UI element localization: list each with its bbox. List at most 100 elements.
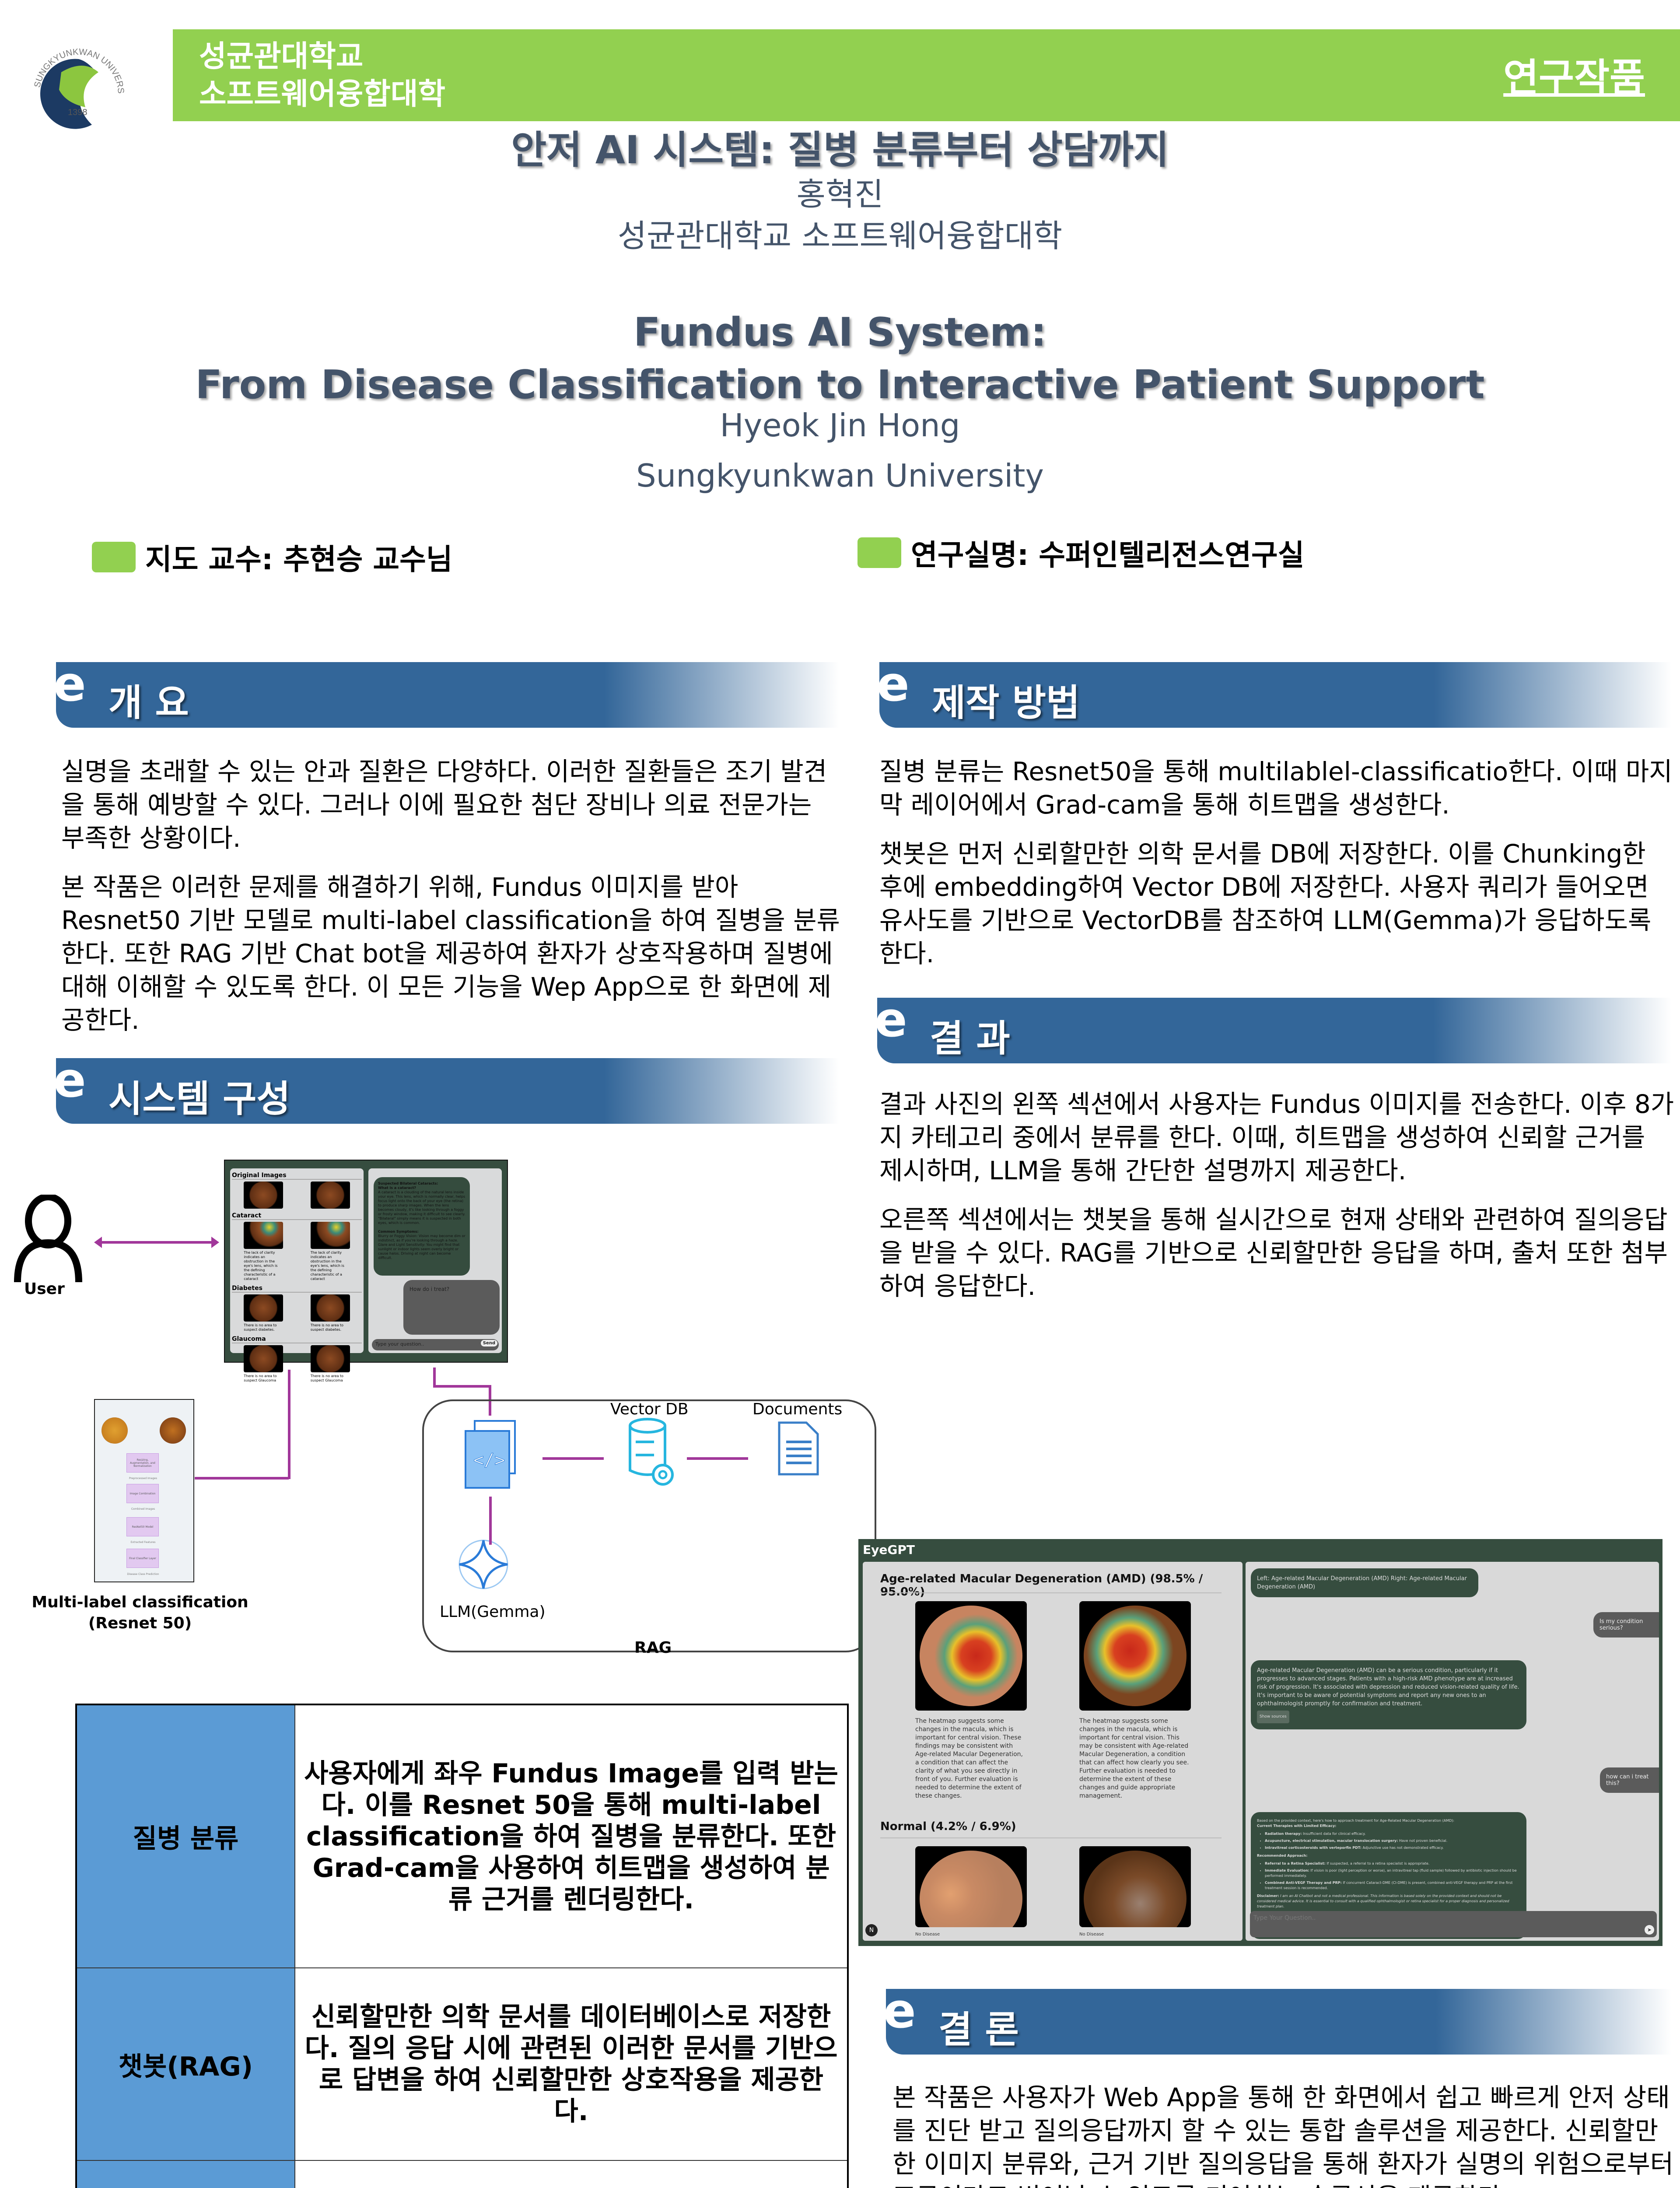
school-line1: 성균관대학교	[199, 39, 364, 74]
list-item-bold: Radiation therapy:	[1265, 1832, 1302, 1836]
approach-list: Referral to a Retina Specialist: If susp…	[1257, 1861, 1520, 1891]
section-title: 시스템 구성	[108, 1077, 290, 1120]
person-icon	[9, 1193, 88, 1283]
preview-caption: There is no area to suspect Glaucoma	[310, 1374, 344, 1382]
app-brand: EyeGPT	[863, 1543, 915, 1557]
connector-line	[288, 1370, 290, 1479]
e-logo-icon: e	[53, 656, 86, 712]
fundus-thumbnail	[244, 1345, 284, 1372]
fundus-thumbnail	[244, 1294, 284, 1322]
fundus-input-left	[102, 1417, 128, 1444]
heatmap-caption: The heatmap suggests some changes in the…	[915, 1718, 1023, 1799]
section-header-overview: e 개 요	[53, 656, 839, 728]
fundus-input-right	[160, 1417, 186, 1444]
resnet-pipeline-figure: Resizing, Augmentation, and Normalizatio…	[94, 1399, 194, 1582]
preview-caption: There is no area to suspect diabetes.	[244, 1323, 277, 1332]
disclaimer-text: I am an AI Chatbot and not a medical pro…	[1257, 1894, 1509, 1908]
overview-paragraph: 본 작품은 이러한 문제를 해결하기 위해, Fundus 이미지를 받아 Re…	[61, 872, 840, 1035]
bot-heading: What is a cataract?	[378, 1186, 416, 1190]
arrowhead-right-icon	[211, 1237, 219, 1248]
fundus-thumbnail	[244, 1182, 284, 1209]
heatmap-image-left	[915, 1601, 1027, 1711]
fundus-caption: No Disease	[1079, 1932, 1104, 1937]
bidirectional-arrow	[489, 1497, 492, 1545]
pipeline-step: Final Classifier Layer	[126, 1549, 159, 1568]
pipeline-step: ResNet50 Model	[126, 1517, 159, 1536]
list-item: Radiation therapy: Insufficient data for…	[1265, 1831, 1520, 1837]
show-sources-button[interactable]: Show sources	[1257, 1711, 1289, 1723]
result-heading: Normal (4.2% / 6.9%)	[880, 1820, 1016, 1833]
divider	[880, 1837, 1222, 1838]
resnet-caption-line2: (Resnet 50)	[88, 1614, 192, 1632]
bot-subheading: Current Therapies with Limited Efficacy:	[1257, 1824, 1337, 1828]
result-paragraph: 결과 사진의 왼쪽 섹션에서 사용자는 Fundus 이미지를 전송한다. 이후…	[879, 1089, 1674, 1185]
connector-line	[195, 1477, 289, 1480]
list-item-bold: Combined Anti-VEGF Therapy and PRP:	[1265, 1881, 1342, 1885]
send-button[interactable]: Send	[480, 1340, 497, 1346]
pipeline-edge-label: Combined Images	[131, 1508, 155, 1511]
heatmap-thumbnail	[310, 1222, 350, 1249]
connector-line	[433, 1385, 490, 1388]
svg-text:</>: </>	[473, 1450, 505, 1470]
preview-section-title: Cataract	[232, 1212, 362, 1220]
bidirectional-arrow	[687, 1457, 748, 1460]
fundus-image-right	[1079, 1846, 1191, 1927]
list-item: Acupuncture, electrical stimulation, mac…	[1265, 1838, 1520, 1844]
preview-chat-input[interactable]: Type your question.. Send	[372, 1339, 499, 1350]
title-english-line2: From Disease Classification to Interacti…	[195, 362, 1485, 408]
table-row: 질병 분류 사용자에게 좌우 Fundus Image를 입력 받는다. 이를 …	[76, 1704, 848, 1968]
affiliation-english: Sungkyunkwan University	[636, 457, 1044, 494]
bullet-square-icon	[858, 537, 901, 568]
list-item-bold: Referral to a Retina Specialist:	[1265, 1862, 1326, 1865]
heatmap-thumbnail	[244, 1222, 284, 1249]
preview-section-title: Diabetes	[232, 1285, 362, 1293]
affiliation-korean: 성균관대학교 소프트웨어융합대학	[617, 217, 1063, 254]
list-item: Immediate Evaluation: If vision is poor …	[1265, 1868, 1520, 1879]
conclusion-paragraph: 본 작품은 사용자가 Web App을 통해 한 화면에서 쉽고 빠르게 안저 …	[892, 2083, 1674, 2188]
e-logo-icon: e	[53, 1052, 86, 1108]
list-item-text: If concurrent Cataract-DME (CI-DME) is p…	[1265, 1881, 1513, 1890]
lab-info: 연구실명: 수퍼인텔리전스연구실	[858, 532, 1304, 574]
author-english: Hyeok Jin Hong	[720, 407, 960, 444]
heatmap-caption: The heatmap suggests some changes in the…	[1079, 1718, 1189, 1799]
author-korean: 홍혁진	[796, 176, 884, 213]
bot-message-text: Age-related Macular Degeneration (AMD) c…	[1257, 1667, 1519, 1707]
classification-panel: Age-related Macular Degeneration (AMD) (…	[863, 1562, 1242, 1941]
document-icon	[777, 1420, 820, 1477]
user-message: Is my condition serious?	[1593, 1612, 1659, 1637]
gemma-sparkle-icon	[455, 1536, 512, 1593]
advisor-info: 지도 교수: 추현승 교수님	[92, 536, 453, 578]
preview-user-bubble: How do i treat?	[403, 1280, 500, 1335]
overview-paragraph: 실명을 초래할 수 있는 안과 질환은 다양하다. 이러한 질환들은 조기 발견…	[61, 757, 827, 853]
title-english-line1: Fundus AI System:	[634, 309, 1046, 355]
e-logo-icon: e	[875, 992, 907, 1048]
nextjs-badge-icon[interactable]: N	[865, 1924, 878, 1936]
feature-description: FrontEnd는 Next.js를 기반으로, Backend는 Flask를…	[294, 2160, 848, 2188]
fundus-photo	[1084, 1851, 1186, 1927]
result-body: 결과 사진의 왼쪽 섹션에서 사용자는 Fundus 이미지를 전송한다. 이후…	[879, 1087, 1676, 1318]
section-title: 결 론	[938, 2008, 1019, 2051]
lab-text: 연구실명: 수퍼인텔리전스연구실	[911, 538, 1305, 572]
method-paragraph: 질병 분류는 Resnet50을 통해 multilablel-classifi…	[879, 757, 1673, 820]
connector-line	[433, 1368, 436, 1387]
bullet-square-icon	[92, 542, 136, 572]
section-title: 결 과	[930, 1017, 1010, 1060]
pipeline-edge-label: Preprocessed Images	[129, 1477, 157, 1480]
resnet-caption: Multi-label classification (Resnet 50)	[31, 1592, 249, 1634]
eyegpt-app-screenshot: EyeGPT Age-related Macular Degeneration …	[858, 1539, 1662, 1946]
section-title: 개 요	[108, 681, 189, 724]
feature-description: 사용자에게 좌우 Fundus Image를 입력 받는다. 이를 Resnet…	[294, 1704, 848, 1968]
preview-left-panel: Original Images Cataract The lack of cla…	[230, 1168, 364, 1382]
feature-name: Web App	[76, 2160, 295, 2188]
fundus-image-left	[915, 1846, 1027, 1927]
section-title: 제작 방법	[932, 681, 1080, 724]
chat-input[interactable]: Type Your Question.. ➤	[1250, 1911, 1657, 1937]
school-name: 성균관대학교 소프트웨어융합대학	[199, 38, 445, 113]
list-item: Combined Anti-VEGF Therapy and PRP: If c…	[1265, 1880, 1520, 1891]
bot-message-text: Based on the provided context, here's ho…	[1257, 1819, 1455, 1823]
chat-panel: Left: Age-related Macular Degeneration (…	[1246, 1562, 1659, 1941]
send-icon[interactable]: ➤	[1645, 1925, 1654, 1935]
method-body: 질병 분류는 Resnet50을 통해 multilablel-classifi…	[879, 755, 1676, 986]
university-logo: 1398 SUNGKYUNKWAN UNIVERSITY	[23, 34, 131, 147]
list-item-text: Insufficient data for clinical efficacy.	[1302, 1832, 1366, 1836]
